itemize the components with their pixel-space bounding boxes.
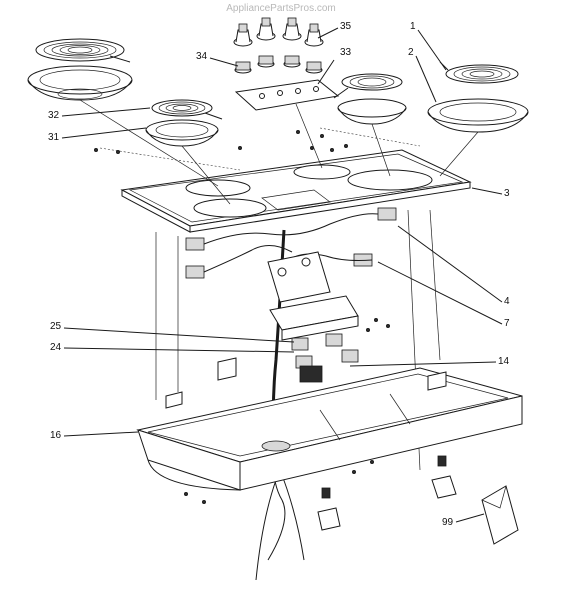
callout-33: 33 [340, 47, 352, 58]
callout-24: 24 [50, 342, 62, 353]
callout-35: 35 [340, 21, 352, 32]
callout-leaders [61, 27, 503, 523]
large-coil-element-left [35, 38, 131, 63]
mounting-screws [94, 129, 390, 504]
callout-31: 31 [48, 132, 60, 143]
cooktop-top-panel [120, 149, 472, 233]
callout-4: 4 [504, 296, 510, 307]
callout-25: 25 [50, 321, 62, 332]
callout-99: 99 [442, 517, 454, 528]
callout-7: 7 [504, 318, 510, 329]
drip-pan-large-right [427, 98, 529, 133]
small-coil-element [151, 99, 223, 120]
control-knobs [233, 17, 324, 74]
callout-16: 16 [50, 430, 62, 441]
medium-coil-element-center [333, 73, 407, 125]
drip-pan-large-left [27, 65, 133, 101]
mounting-brackets [165, 357, 457, 531]
callout-1: 1 [410, 21, 416, 32]
callout-32: 32 [48, 110, 60, 121]
callout-2: 2 [408, 47, 414, 58]
terminal-block-bracket [267, 251, 359, 341]
drip-pan-small [145, 119, 219, 147]
owners-manual [481, 485, 519, 545]
large-coil-element-right [439, 61, 519, 84]
knob-bracket-plate [234, 79, 340, 111]
callout-14: 14 [498, 356, 510, 367]
bottom-burner-box [136, 367, 523, 491]
watermark-text: AppliancePartsPros.com [226, 3, 336, 14]
callout-3: 3 [504, 188, 510, 199]
infinite-switches [185, 207, 397, 369]
callout-34: 34 [196, 51, 208, 62]
